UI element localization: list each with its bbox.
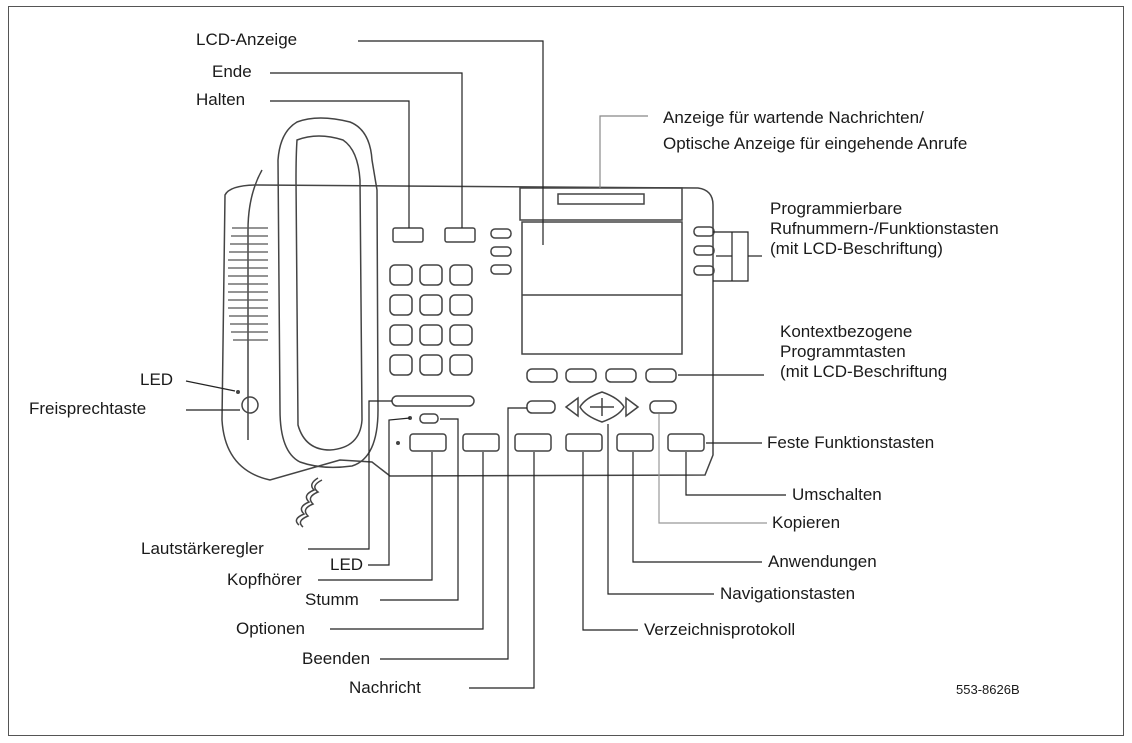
- headset-key: [409, 433, 447, 452]
- handset: [277, 117, 379, 469]
- label-fixed-keys: Feste Funktionstasten: [767, 433, 935, 452]
- label-message: Nachricht: [349, 678, 421, 697]
- leader-lcd: [358, 40, 544, 245]
- label-quit: Beenden: [302, 649, 371, 668]
- directory-key: [565, 433, 603, 452]
- label-headset: Kopfhörer: [227, 570, 302, 589]
- lcd-screen: [521, 221, 683, 355]
- figure-code: 553-8626B: [956, 682, 1020, 697]
- label-led-bottom: LED: [330, 555, 364, 574]
- soft-key: [565, 368, 597, 383]
- label-copy: Kopieren: [772, 513, 841, 532]
- copy-key: [649, 400, 677, 414]
- leader-led: [185, 380, 236, 392]
- led-dot: [396, 441, 400, 445]
- leader-msg: [599, 115, 648, 188]
- message-key: [514, 433, 552, 452]
- quit-key: [526, 400, 556, 414]
- leader-mute: [380, 418, 459, 601]
- label-lcd-display: LCD-Anzeige: [196, 30, 298, 49]
- options-key: [462, 433, 500, 452]
- label-led-left: LED: [140, 370, 174, 389]
- label-navigation: Navigationstasten: [720, 584, 856, 603]
- label-end: Ende: [212, 62, 252, 81]
- leader-dir: [582, 452, 638, 631]
- leader-message: [469, 452, 535, 689]
- diagram-frame: [8, 6, 1124, 736]
- soft-key: [526, 368, 558, 383]
- leader-volume: [308, 400, 392, 550]
- programmable-key: [693, 265, 715, 276]
- phone-body: [221, 184, 714, 481]
- led-dot: [236, 390, 240, 394]
- message-indicator: [519, 187, 683, 221]
- label-handsfree: Freisprechtaste: [29, 399, 147, 418]
- speaker-grille: [228, 227, 268, 341]
- label-options: Optionen: [236, 619, 305, 638]
- label-directory-log: Verzeichnisprotokoll: [644, 620, 796, 639]
- leader-hold: [270, 100, 410, 228]
- leader-copy: [658, 414, 767, 524]
- mute-key: [419, 413, 439, 424]
- leader-apps: [632, 452, 762, 563]
- label-shift: Umschalten: [792, 485, 882, 504]
- label-programmable-keys: Programmierbare Rufnummern-/Funktionstas…: [770, 199, 999, 258]
- label-mute: Stumm: [305, 590, 359, 609]
- soft-key: [605, 368, 637, 383]
- label-soft-keys: Kontextbezogene Programmtasten (mit LCD-…: [780, 322, 948, 381]
- soft-key: [645, 368, 677, 383]
- label-applications: Anwendungen: [768, 552, 877, 571]
- leader-prog: [713, 231, 749, 282]
- label-message-waiting: Anzeige für wartende Nachrichten/ Optisc…: [663, 108, 968, 153]
- cradle: [247, 169, 263, 440]
- applications-key: [616, 433, 654, 452]
- leader-nav: [607, 424, 714, 595]
- handset-inner: [295, 135, 363, 451]
- programmable-key: [693, 245, 715, 256]
- leader-shift: [685, 452, 786, 496]
- leader-quit: [380, 407, 527, 660]
- leader-end: [270, 72, 463, 228]
- programmable-key: [693, 226, 715, 237]
- leader-headset: [318, 452, 433, 581]
- hold-key: [392, 227, 424, 243]
- shift-key: [667, 433, 705, 452]
- end-key: [444, 227, 476, 243]
- leader-led2: [368, 417, 411, 566]
- label-volume: Lautstärkeregler: [141, 539, 264, 558]
- handsfree-key: [241, 396, 259, 414]
- handset-cord: [295, 477, 323, 528]
- volume-bar: [391, 395, 475, 407]
- keypad: [389, 264, 473, 376]
- label-hold: Halten: [196, 90, 246, 109]
- navigation-keys: [564, 391, 640, 423]
- leader-options: [330, 452, 484, 630]
